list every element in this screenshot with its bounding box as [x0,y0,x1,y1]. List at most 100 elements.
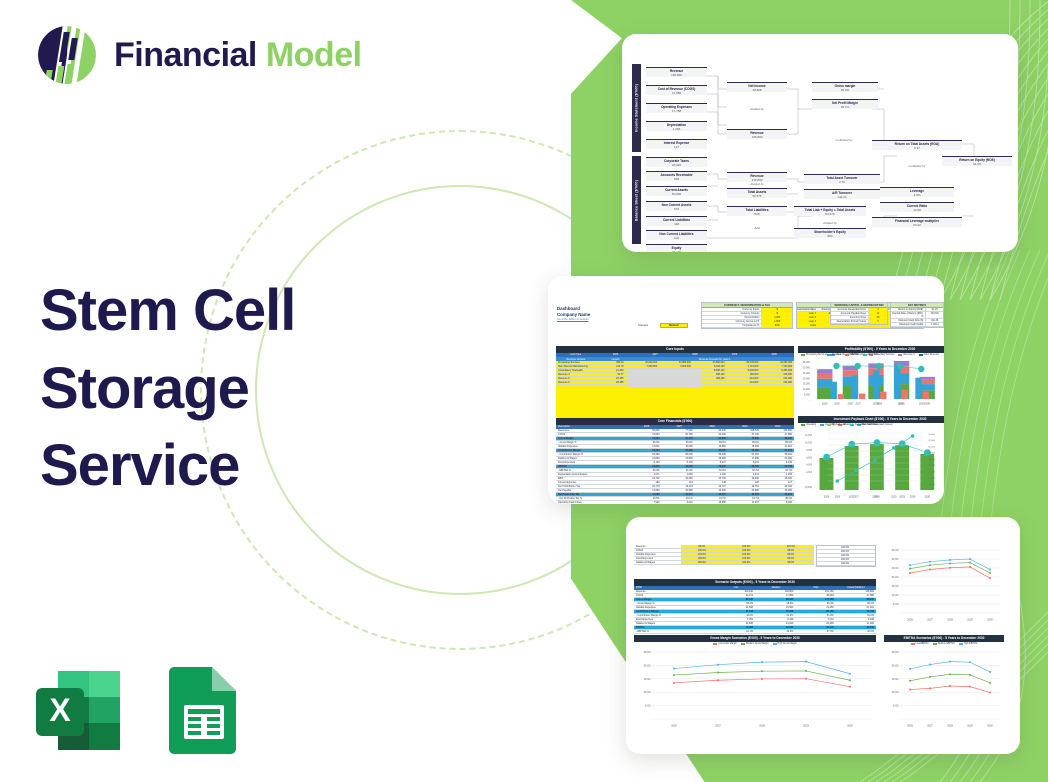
cell: 16,998 [718,500,726,504]
tree-node: Return on Equity (ROE)61.03 [942,156,1012,167]
panel-row-value: 1,000 [761,316,792,320]
svg-text:8,000: 8,000 [806,450,812,452]
cell: 47,880 [866,593,874,597]
cell: 3 [867,308,887,312]
cell: 5,199 [653,460,660,464]
cell: 105.0% [680,549,725,552]
chart-title: Gross Margin Scenarios ($'000) - 5 Years… [634,635,876,642]
chart-legend: Low Gross Margin Medium Gross Margin Hig… [634,642,876,647]
cell: Return on Equity (ROE) [898,308,924,312]
svg-text:25,000: 25,000 [891,652,899,654]
google-sheets-icon[interactable] [162,663,244,758]
svg-text:10,000: 10,000 [891,692,899,694]
cell: Accounts Receivable Days [837,308,866,312]
cell: 53,980 [652,452,660,456]
cell: 62,000 [718,436,726,440]
tree-connector-label: multiplied by [835,138,853,142]
cell: 938,100 [715,373,725,377]
cell: 51.0% [786,613,794,617]
tree-connector-label: divided by [823,221,837,225]
svg-text:2027: 2027 [927,724,933,727]
cell: 105.0% [680,557,725,560]
scenario-selector[interactable]: Medium [660,323,688,328]
cell: 32,000 [718,432,726,436]
col-header: 2030 [774,425,781,429]
legend-label: Stem Record Manufacturing [836,354,866,357]
cell: Contribution Margin [558,448,581,452]
panel-row-label: Currency Outputs [740,312,760,316]
cell: 25,900 [784,488,792,492]
cell: 94,000 [718,428,726,432]
cell: EBITDA [558,464,567,468]
cell: 100.0% [725,561,770,564]
cell: 17,980 [751,456,759,460]
cell: 39,078,000 [746,361,759,365]
cell: 15,980 [718,456,726,460]
cell: 16,079 [718,492,726,496]
cell: 224,000 [783,381,793,385]
svg-text:4,000: 4,000 [806,464,812,466]
svg-text:15,000: 15,000 [643,679,651,681]
legend-label: Consulting Services [874,354,895,357]
panel-title: WORKING CAPITAL & DEPRECIATION [831,303,887,309]
svg-text:2028: 2028 [759,724,765,727]
col-header: Revenue streams [566,357,586,361]
dashboard-toc-link[interactable]: Go to the Table of Contents [557,317,589,321]
cell: 65.0% [718,440,726,444]
tree-node: Cost of Revenue (COGS)47,880 [646,85,707,96]
cell: Consultancy Telehealth [558,369,583,373]
core-inputs-block: Core Inputs Cost Type 2026 2027 2028 202… [556,346,794,425]
pie-bar-chart-circle-logo-icon [38,26,96,84]
col-header: Revenue Forecast for years 1 [698,357,731,361]
cell: 7,051 [747,617,753,621]
microsoft-excel-icon[interactable]: X [33,663,128,758]
row-label: COGS [636,549,644,552]
cell: Discount Cash Flow ($) [898,319,924,323]
financial-ratio-tree-screenshot[interactable]: Income Statement ($'000) Balance Sheet (… [622,34,1018,252]
cell: 32.7% [752,468,759,472]
panel-row-value: $ [761,308,792,312]
cell: Salaries & Wages [636,621,655,625]
cell: 32,880,000 [678,361,691,365]
col-header: Description [558,425,570,429]
cell: Fixed Expenses [636,617,654,621]
cell: 88,920 [784,436,792,440]
cell: 80.0% [680,545,725,548]
cell: 16,880 [718,444,726,448]
dashboard-screenshot[interactable]: Dashboard Company Name Go to the Table o… [548,276,944,504]
cell: 21,901 [784,444,792,448]
table-row: 100.0% [817,558,875,562]
cell: 32.0% [786,629,794,633]
cell: 32.0% [867,629,874,633]
panel-title: CURRENCY, DENOMINATION & TAX [702,303,792,309]
brand-logo[interactable]: Financial Model [34,24,362,86]
cell: 7,601 [827,617,834,621]
svg-text:25,000: 25,000 [643,652,651,654]
cell: 109,440 [744,589,753,593]
cell: 39,780 [786,625,794,629]
cell: 37,730 [751,432,759,436]
cell: 18.5% [652,496,660,500]
cell: Net Profit After Tax [558,492,580,496]
col-header: Amount ($) [821,308,834,312]
cell: 100.0% [725,557,770,560]
cell: Processing Services [558,361,580,365]
cell: 77,960 [685,428,693,432]
col-header: 2027 [652,353,658,357]
chart-legend: Low EBITDA Medium EBITDA High EBITDA [884,642,1004,647]
